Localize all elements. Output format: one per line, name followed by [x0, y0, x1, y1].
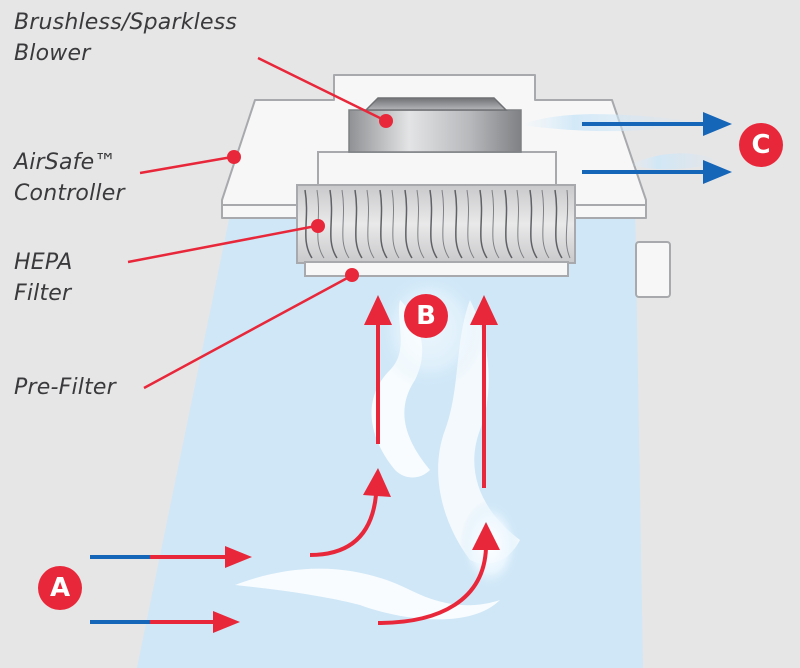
- intake-arrows: [90, 546, 252, 633]
- blower-label-line-1: Brushless/Sparkless: [14, 10, 238, 35]
- intake-wisp: [235, 568, 500, 620]
- hepa-label: HEPA Filter: [14, 247, 72, 309]
- badge-a: A: [38, 566, 82, 610]
- blower-motor: [348, 97, 522, 153]
- hepa-leader-dot: [311, 219, 325, 233]
- exhaust-arrow-head-upper: [703, 112, 732, 136]
- controller-leader-dot: [227, 150, 241, 164]
- prefilter-leader-dot: [345, 268, 359, 282]
- intake-arrow-head-upper: [225, 546, 252, 568]
- hepa-filter: [296, 184, 576, 264]
- curved-arrow-left: [309, 494, 378, 557]
- blower-label-line-2: Blower: [14, 41, 91, 66]
- intake-arrow-head-lower: [213, 611, 240, 633]
- curved-arrow-left-head: [363, 468, 391, 497]
- curved-arrow-right: [377, 547, 488, 625]
- exhaust-arrows: [582, 112, 732, 184]
- rising-arrow-head-left: [364, 295, 392, 325]
- leader-lines: [127, 56, 393, 390]
- blower-leader-dot: [379, 114, 393, 128]
- controller-label-line-1: AirSafe™: [14, 150, 117, 175]
- rising-arrow-head-right: [470, 295, 498, 325]
- prefilter-leader: [143, 274, 352, 390]
- rising-arrows: [364, 295, 498, 488]
- prefilter-label-line-1: Pre-Filter: [14, 375, 116, 400]
- exhaust-arrow-head-lower: [703, 160, 732, 184]
- hepa-leader: [127, 224, 317, 264]
- badge-c: C: [739, 123, 783, 167]
- controller-leader: [139, 155, 233, 175]
- blower-leader: [257, 56, 385, 122]
- blower-label: Brushless/Sparkless Blower: [14, 7, 237, 69]
- prefilter-label: Pre-Filter: [14, 372, 116, 403]
- curved-arrow-right-head: [472, 522, 500, 550]
- hepa-label-line-2: Filter: [14, 281, 72, 306]
- hepa-label-line-1: HEPA: [14, 250, 73, 275]
- controller-label: AirSafe™ Controller: [14, 147, 125, 209]
- controller-label-line-2: Controller: [14, 181, 125, 206]
- blower-mount: [317, 151, 557, 187]
- side-tab: [635, 241, 671, 298]
- curved-arrows: [309, 494, 488, 625]
- exhaust-wisp-lower: [630, 153, 720, 170]
- pre-filter: [304, 261, 569, 277]
- badge-b: B: [404, 294, 448, 338]
